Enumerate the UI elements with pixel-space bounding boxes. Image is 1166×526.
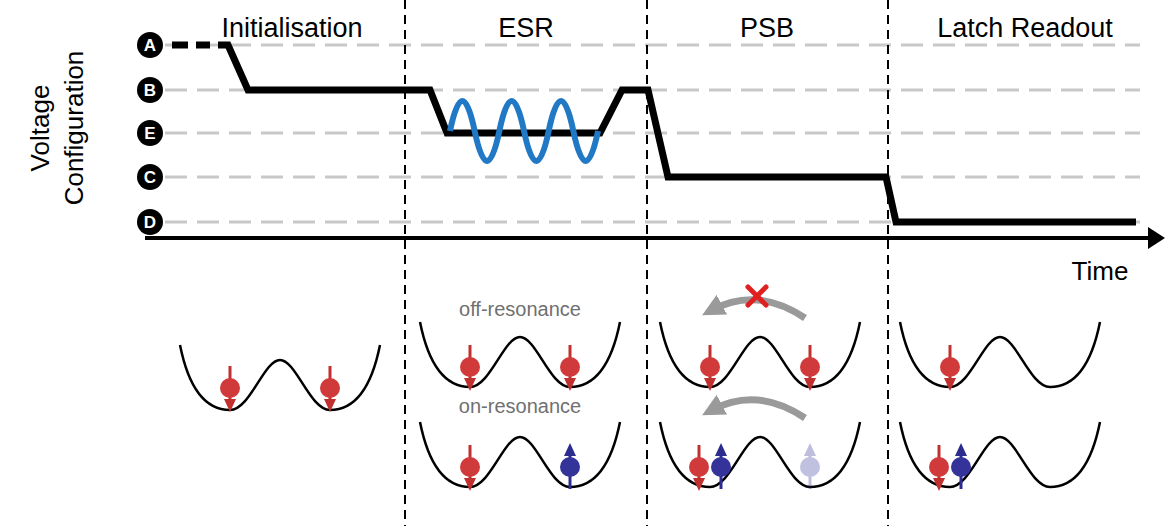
condition-label: off-resonance [459, 298, 581, 321]
level-letter: E [144, 125, 155, 142]
blocked-tunnel-arrow [712, 300, 805, 318]
time-axis [145, 236, 1150, 240]
level-marker: A [137, 32, 163, 58]
axis-arrow [1148, 227, 1165, 249]
blocked-cross [748, 287, 766, 305]
level-letter: B [144, 82, 156, 99]
level-marker: C [137, 164, 163, 190]
axis-title: Time [1072, 256, 1129, 287]
level-letter: D [144, 214, 156, 231]
axis-title: Voltage Configuration [23, 38, 91, 218]
level-marker: B [137, 77, 163, 103]
level-letter: A [144, 37, 156, 54]
level-letter: C [144, 169, 156, 186]
level-marker: D [137, 209, 163, 235]
level-lines [165, 45, 1140, 222]
level-marker: E [137, 120, 163, 146]
phase-title: PSB [740, 13, 794, 44]
condition-label: on-resonance [459, 395, 581, 418]
phase-title: ESR [498, 13, 554, 44]
microwave-drive [450, 101, 598, 161]
phase-title: Latch Readout [937, 13, 1113, 44]
tunnel-arrow [712, 400, 805, 418]
phase-title: Initialisation [221, 13, 362, 44]
spins [220, 345, 971, 491]
phase-dividers [405, 0, 888, 526]
voltage-pulse [172, 45, 1136, 222]
